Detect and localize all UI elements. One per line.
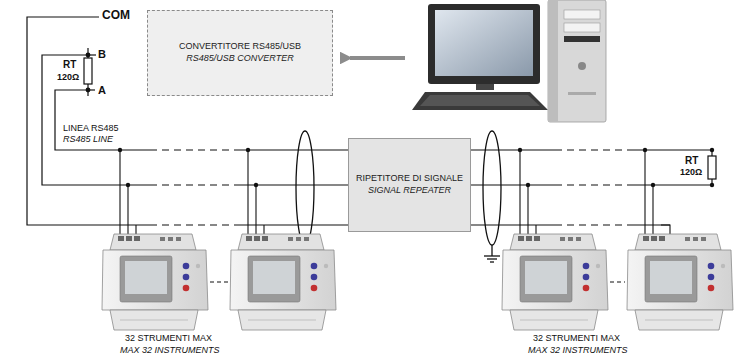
signal-name: COM (101, 9, 131, 23)
resistor-symbol (708, 156, 716, 179)
group-note: MAX 32 INSTRUMENTS (527, 345, 629, 355)
signal-name: B (97, 48, 107, 61)
resistor-value: 120Ω (679, 167, 703, 177)
box-text: RS485/USB CONVERTER (186, 53, 293, 65)
resistor-symbol (84, 58, 92, 84)
bus-wires (27, 17, 712, 225)
box-text: RIPETITORE DI SIGNALE (356, 173, 463, 185)
group-note: 32 STRUMENTI MAX (532, 333, 621, 343)
continuation-dash (210, 281, 625, 282)
line-name: LINEA RS485 (62, 123, 120, 133)
instrument (102, 234, 733, 330)
group-note: MAX 32 INSTRUMENTS (119, 345, 221, 355)
line-name: RS485 LINE (62, 134, 114, 144)
converter-box: CONVERTITORE RS485/USBRS485/USB CONVERTE… (147, 10, 333, 96)
repeater-box: RIPETITORE DI SIGNALESIGNAL REPEATER (348, 138, 471, 232)
resistor-value: 120Ω (56, 72, 80, 82)
resistor-name: RT (684, 155, 699, 167)
signal-name: A (97, 84, 107, 97)
box-text: CONVERTITORE RS485/USB (179, 41, 301, 53)
resistor-name: RT (62, 59, 77, 71)
box-text: SIGNAL REPEATER (368, 185, 451, 197)
computer-illustration (412, 0, 606, 122)
cable-shield (296, 131, 501, 262)
group-note: 32 STRUMENTI MAX (124, 333, 213, 343)
data-arrow (350, 56, 405, 60)
